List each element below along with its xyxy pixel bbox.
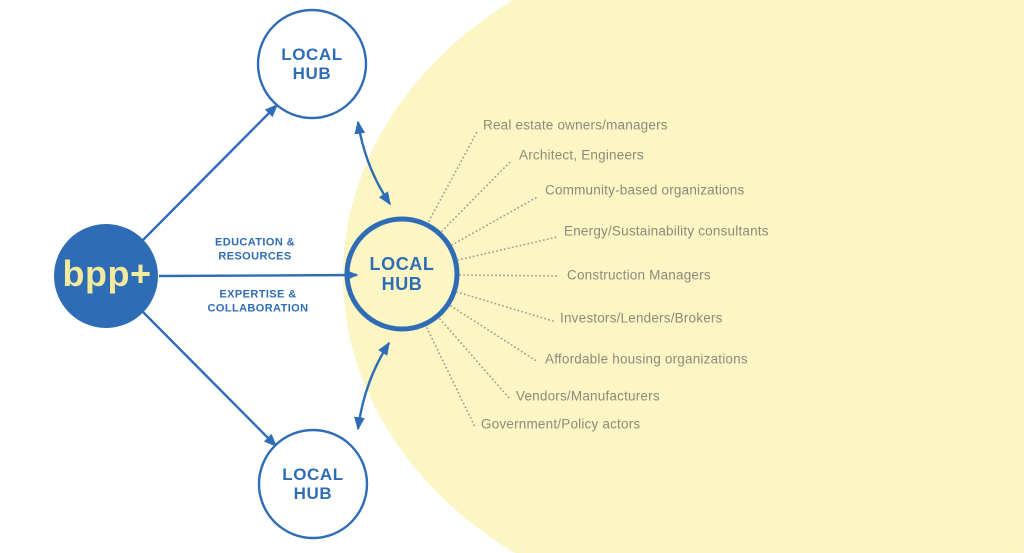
arrow-bpp-to-top-hub — [142, 103, 279, 241]
arrow-center-hub-to-bottom-hub — [354, 341, 391, 431]
stakeholder-label-architects: Architect, Engineers — [519, 147, 644, 163]
arrow-center-hub-to-top-hub — [354, 120, 391, 206]
arrow-bpp-to-center-hub — [158, 269, 359, 281]
hub-circle-bottom — [257, 428, 369, 540]
bpp-circle — [54, 224, 158, 328]
stakeholder-label-vendors: Vendors/Manufacturers — [516, 388, 660, 404]
dotted-line-investors — [456, 291, 554, 322]
stakeholder-label-construction-managers: Construction Managers — [567, 267, 711, 283]
hub-label-center: LOCAL HUB — [369, 253, 435, 294]
stakeholder-label-government: Government/Policy actors — [481, 416, 641, 432]
arrow-bpp-to-bottom-hub — [142, 311, 278, 448]
stakeholder-label-real-estate: Real estate owners/managers — [483, 117, 668, 133]
hub-label-top: LOCAL HUB — [281, 44, 343, 83]
dotted-line-vendors — [439, 318, 511, 400]
stakeholder-label-energy-consultants: Energy/Sustainability consultants — [564, 223, 769, 239]
stakeholder-label-affordable-housing: Affordable housing organizations — [545, 351, 748, 367]
stakeholder-label-community-orgs: Community-based organizations — [545, 182, 745, 198]
community-region — [343, 0, 1024, 553]
hub-label-bottom: LOCAL HUB — [282, 464, 344, 503]
flow-label-expertise-collaboration: EXPERTISE & COLLABORATION — [207, 288, 309, 314]
dotted-line-community-orgs — [451, 195, 540, 246]
dotted-line-affordable-housing — [450, 305, 539, 363]
dotted-line-energy-consultants — [457, 236, 558, 261]
dotted-line-real-estate — [428, 131, 478, 222]
dotted-line-construction-managers — [459, 274, 560, 277]
bpp-label: bpp+ — [62, 253, 152, 294]
flow-label-education-resources: EDUCATION & RESOURCES — [215, 236, 295, 262]
dotted-line-government — [426, 327, 476, 428]
dotted-line-architects — [441, 159, 513, 232]
stakeholder-label-investors: Investors/Lenders/Brokers — [560, 310, 723, 326]
hub-circle-top — [256, 8, 368, 120]
